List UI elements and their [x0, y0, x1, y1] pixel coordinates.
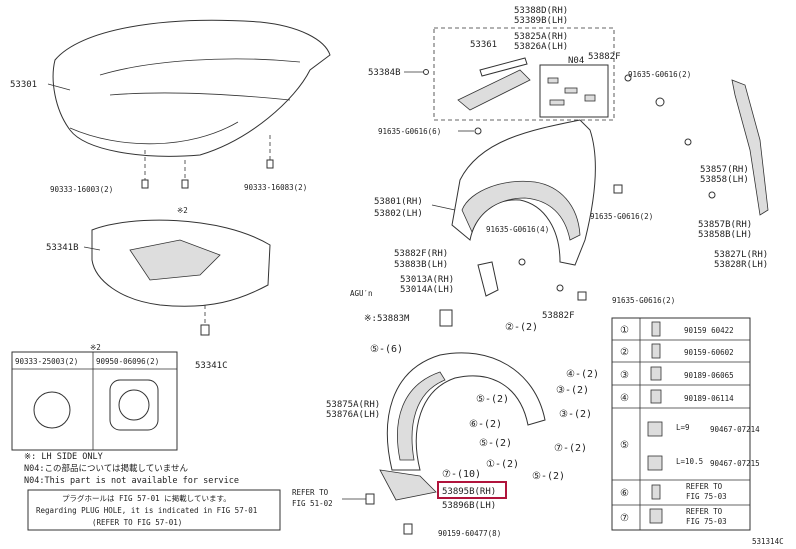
- callout-1-2: ①-(2): [486, 459, 519, 470]
- note-n04-jp: N04:この部品については掲載していません: [24, 463, 189, 474]
- callout-5-2b: ⑤-(2): [479, 438, 512, 449]
- label-53827l: 53827L(RH): [714, 250, 768, 260]
- legend-part-4: 90189-06114: [684, 394, 734, 403]
- plug-note-en: Regarding PLUG HOLE, it is indicated in …: [36, 506, 257, 515]
- label-91635-4: 91635-G0616(4): [486, 225, 549, 234]
- label-aguri: AGU′n: [350, 289, 373, 298]
- callout-5-2a: ⑤-(2): [476, 394, 509, 405]
- legend-ref-7a: REFER TO: [686, 507, 723, 516]
- fender-seal-part[interactable]: [731, 79, 769, 216]
- label-91635-1: 91635-G0616(2): [628, 70, 691, 79]
- label-53802: 53802(LH): [374, 209, 423, 219]
- label-90159-60477: 90159-60477(8): [438, 529, 501, 538]
- star2-table-title: ※2: [90, 343, 101, 352]
- label-53828r: 53828R(LH): [714, 260, 768, 270]
- label-53384b: 53384B: [368, 68, 401, 78]
- legend-num-6: ⑥: [620, 488, 629, 499]
- legend-num-5: ⑤: [620, 440, 629, 451]
- legend-ref-7b: FIG 75-03: [686, 517, 727, 526]
- figure-reference-id: 531314C: [752, 537, 784, 546]
- legend-num-1: ①: [620, 325, 629, 336]
- legend-fastener-icons: [647, 321, 663, 524]
- label-53882f-top: 53882F: [588, 52, 621, 62]
- label-53389b: 53389B(LH): [514, 16, 568, 26]
- label-91635-5: 91635-G0616(2): [612, 296, 675, 305]
- highlight-53895b[interactable]: [437, 481, 507, 499]
- label-53361: 53361: [470, 40, 497, 50]
- label-53388d: 53388D(RH): [514, 6, 568, 16]
- label-53013a: 53013A(RH): [400, 275, 454, 285]
- moulding-part[interactable]: [457, 57, 531, 111]
- label-53014a: 53014A(LH): [400, 285, 454, 295]
- label-90333-a: 90333-16003(2): [50, 185, 113, 194]
- callout-3-2a: ③-(2): [556, 385, 589, 396]
- label-53857: 53857(RH): [700, 165, 749, 175]
- legend-num-7: ⑦: [620, 513, 629, 524]
- label-53825a: 53825A(RH): [514, 32, 568, 42]
- legend-len-5a: L=9: [676, 423, 690, 432]
- label-53882f-rh: 53882F(RH): [394, 249, 448, 259]
- callout-5-2c: ⑤-(2): [532, 471, 565, 482]
- label-53341b: 53341B: [46, 243, 79, 253]
- note-n04-en: N04:This part is not available for servi…: [24, 476, 239, 486]
- label-53883b: 53883B(LH): [394, 260, 448, 270]
- hood-insulator-part[interactable]: [91, 219, 271, 307]
- callout-4-2: ④-(2): [566, 369, 599, 380]
- star2-col2: 90950-06096(2): [96, 357, 159, 366]
- label-91635-3: 91635-G0616(2): [590, 212, 653, 221]
- legend-ref-6b: FIG 75-03: [686, 492, 727, 501]
- callout-5-6: ⑤-(6): [370, 344, 403, 355]
- label-53801: 53801(RH): [374, 197, 423, 207]
- n04-clips: [547, 77, 596, 106]
- legend-part-5a: 90467-07214: [710, 425, 760, 434]
- label-53858: 53858(LH): [700, 175, 749, 185]
- label-53858b: 53858B(LH): [698, 230, 752, 240]
- label-53875a: 53875A(RH): [326, 400, 380, 410]
- fender-bracket-part[interactable]: [477, 261, 499, 297]
- callout-3-2b: ③-(2): [559, 409, 592, 420]
- plug-note-ref: (REFER TO FIG 57-01): [92, 518, 182, 527]
- label-53857b: 53857B(RH): [698, 220, 752, 230]
- label-91635-2: 91635-G0616(6): [378, 127, 441, 136]
- refer-51-02-b: FIG 51-02: [292, 499, 333, 508]
- front-fender-part[interactable]: [451, 119, 596, 266]
- wheel-liner-part[interactable]: [386, 352, 546, 471]
- label-53895b: 53895B(RH): [442, 487, 496, 497]
- legend-len-5b: L=10.5: [676, 457, 703, 466]
- label-53301: 53301: [10, 80, 37, 90]
- legend-num-3: ③: [620, 370, 629, 381]
- label-53883m: ※:53883M: [364, 314, 410, 324]
- label-53896b: 53896B(LH): [442, 501, 496, 511]
- refer-51-02-a: REFER TO: [292, 488, 329, 497]
- legend-num-4: ④: [620, 393, 629, 404]
- plug-hole-note-box: [27, 489, 281, 531]
- legend-part-2: 90159-60602: [684, 348, 734, 357]
- star2-clip-table: [11, 351, 178, 451]
- legend-ref-6a: REFER TO: [686, 482, 723, 491]
- fastener-legend-table: [611, 317, 751, 531]
- legend-num-2: ②: [620, 347, 629, 358]
- note-lh-side: ※: LH SIDE ONLY: [24, 452, 103, 462]
- callout-6-2: ⑥-(2): [469, 419, 502, 430]
- callout-7-10: ⑦-(10): [442, 469, 481, 480]
- plug-note-jp: プラグホールは FIG 57-01 に掲載しています。: [62, 493, 231, 503]
- label-53826a: 53826A(LH): [514, 42, 568, 52]
- label-star2: ※2: [177, 206, 188, 215]
- hood-part[interactable]: [52, 19, 331, 157]
- label-53876a: 53876A(LH): [326, 410, 380, 420]
- callout-2-2a: ②-(2): [505, 322, 538, 333]
- label-53882f-b: 53882F: [542, 311, 575, 321]
- label-53341c: 53341C: [195, 361, 228, 371]
- legend-part-5b: 90467-07215: [710, 459, 760, 468]
- legend-part-3: 90189-06065: [684, 371, 734, 380]
- callout-7-2: ⑦-(2): [554, 443, 587, 454]
- label-90333-b: 90333-16083(2): [244, 183, 307, 192]
- label-n04: N04: [568, 56, 584, 66]
- legend-part-1: 90159 60422: [684, 326, 734, 335]
- mudguard-part[interactable]: [379, 469, 437, 501]
- star2-col1: 90333-25003(2): [15, 357, 78, 366]
- hood-bolts: [141, 135, 274, 189]
